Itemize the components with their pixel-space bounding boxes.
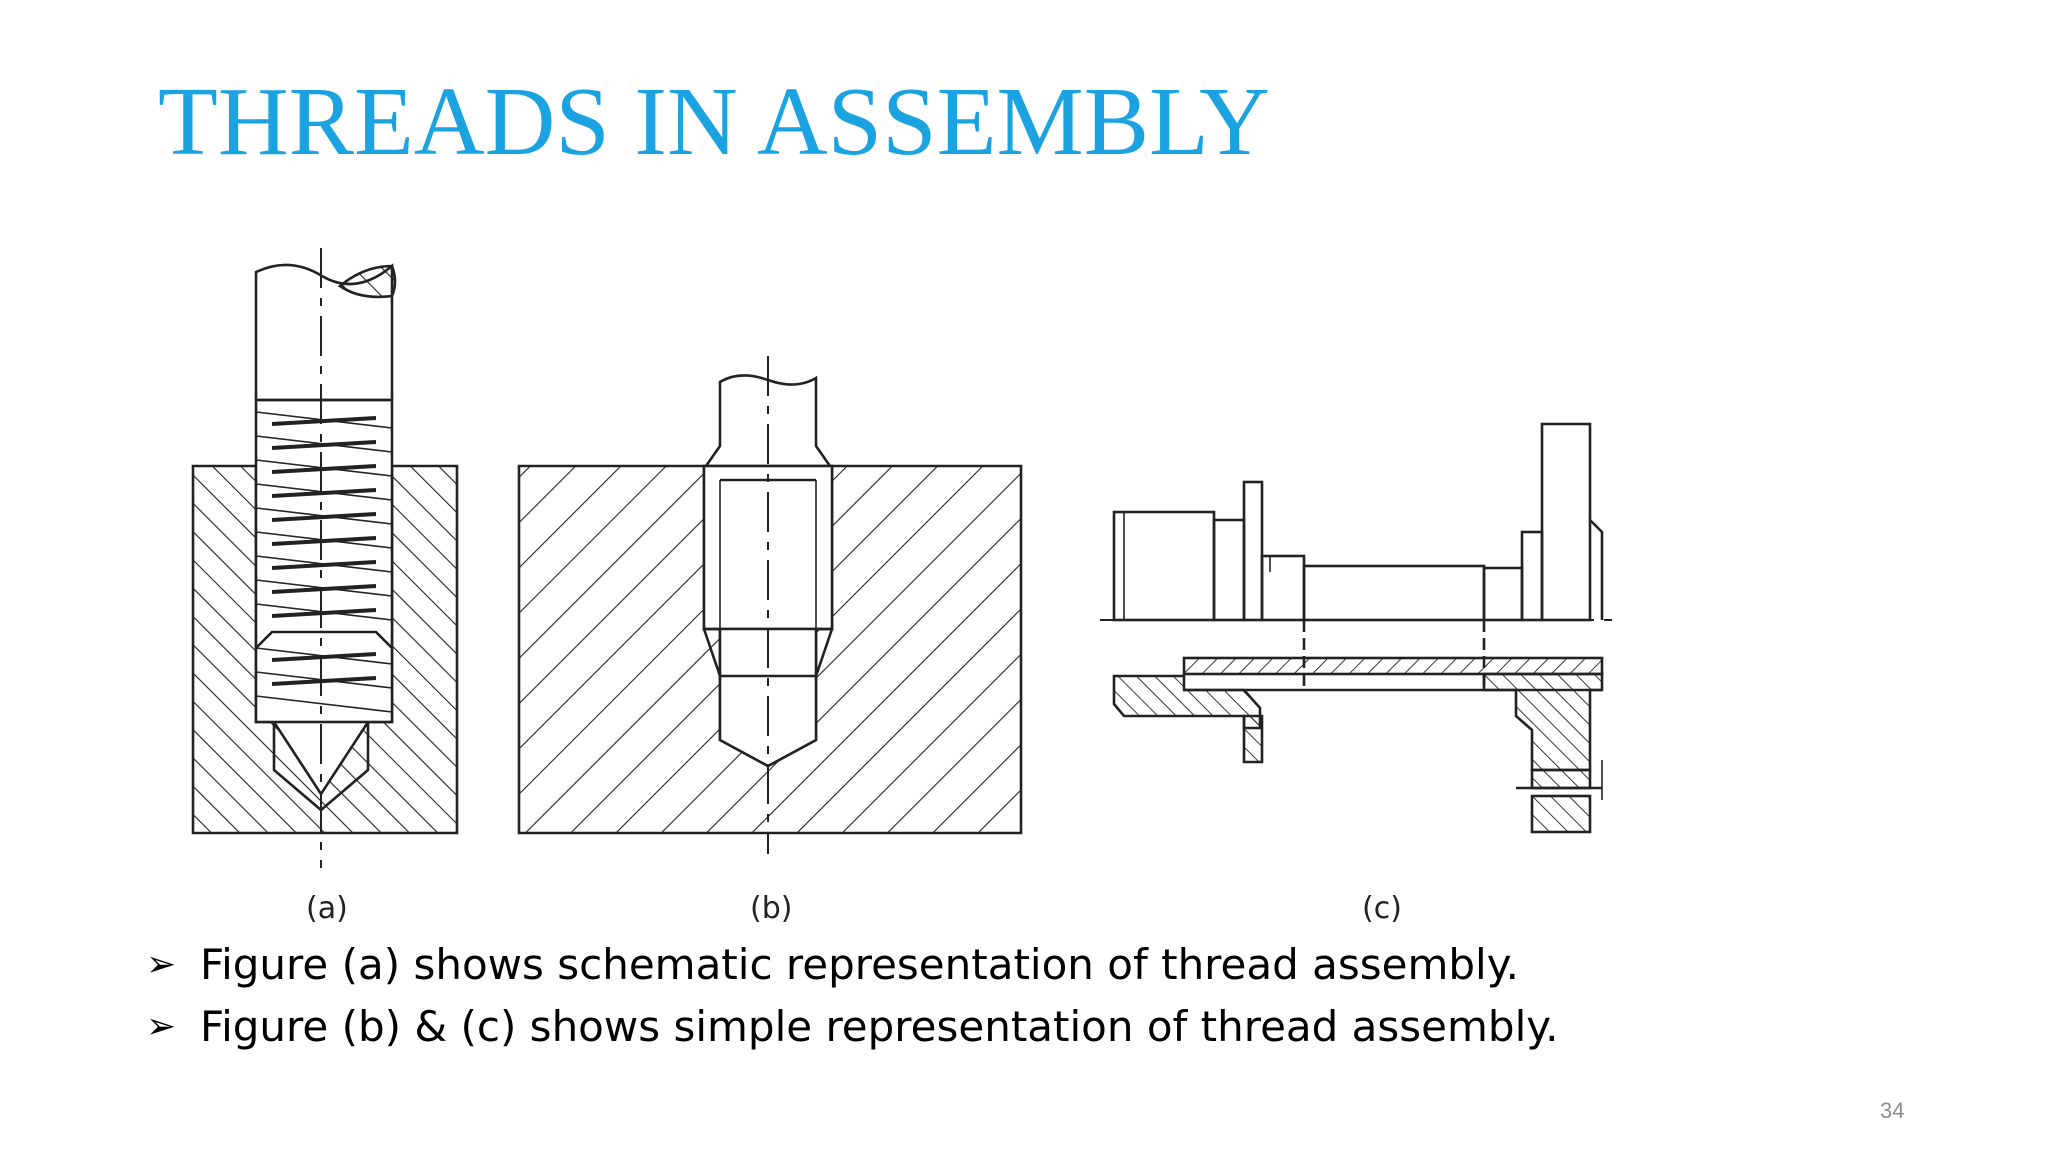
figure-b-caption: (b) xyxy=(750,891,792,926)
figure-a-caption: (a) xyxy=(306,891,348,926)
page-number: 34 xyxy=(1880,1098,1905,1123)
arrowhead-bullet-icon: ➢ xyxy=(146,1006,177,1047)
figure-c-caption: (c) xyxy=(1362,891,1402,926)
bullet-text: Figure (b) & (c) shows simple representa… xyxy=(200,1002,1559,1051)
figure-b-simple-thread xyxy=(517,356,1023,854)
arrowhead-bullet-icon: ➢ xyxy=(146,944,177,985)
bullet-text: Figure (a) shows schematic representatio… xyxy=(200,940,1519,989)
bullet-item: ➢ Figure (a) shows schematic representat… xyxy=(146,934,1558,996)
bullet-item: ➢ Figure (b) & (c) shows simple represen… xyxy=(146,996,1558,1058)
figure-c-pipe-thread xyxy=(1100,422,1612,834)
bullet-list: ➢ Figure (a) shows schematic representat… xyxy=(146,934,1558,1058)
figure-a-schematic-thread xyxy=(191,248,459,868)
slide-title: THREADS IN ASSEMBLY xyxy=(158,68,1270,176)
